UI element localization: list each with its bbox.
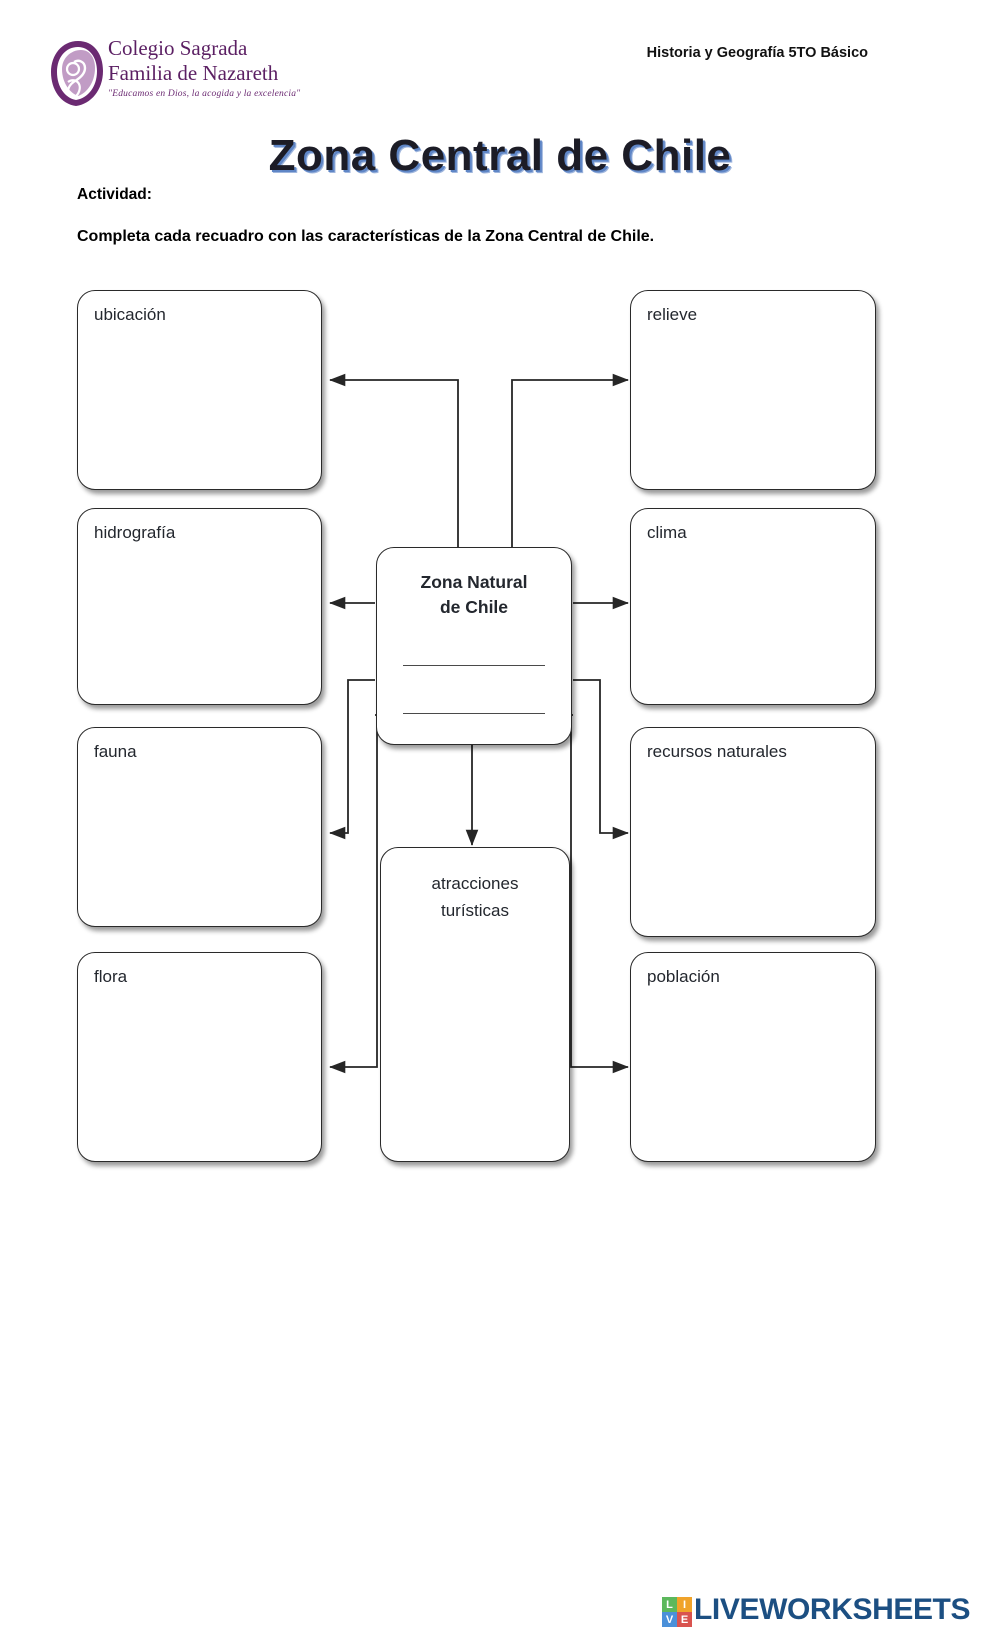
- arrow-to-flora: [329, 714, 378, 1074]
- node-atracciones-turisticas[interactable]: atracciones turísticas: [380, 847, 570, 1162]
- node-label-flora: flora: [94, 967, 128, 986]
- node-label-relieve: relieve: [647, 305, 698, 324]
- liveworksheets-wordmark: LIVEWORKSHEETS: [694, 1593, 971, 1626]
- concept-map: ubicación hidrografía fauna flora reliev…: [77, 290, 876, 1162]
- node-label-atracciones-turisticas: atracciones turísticas: [381, 870, 569, 924]
- node-clima[interactable]: clima: [630, 508, 876, 705]
- node-label-recursos-naturales: recursos naturales: [647, 742, 787, 761]
- center-answer-line-1[interactable]: [403, 665, 545, 666]
- school-name-block: Colegio Sagrada Familia de Nazareth "Edu…: [108, 36, 348, 99]
- node-label-clima: clima: [647, 523, 687, 542]
- node-label-hidrografia: hidrografía: [94, 523, 176, 542]
- center-answer-line-2[interactable]: [403, 713, 545, 714]
- subject-heading: Historia y Geografía 5TO Básico: [646, 45, 868, 61]
- node-label-center: Zona Natural de Chile: [377, 570, 571, 620]
- arrow-to-relieve: [511, 373, 629, 556]
- lw-tile-e: E: [677, 1612, 692, 1627]
- activity-instruction: Completa cada recuadro con las caracterí…: [77, 228, 655, 245]
- school-logo: Colegio Sagrada Familia de Nazareth "Edu…: [48, 36, 348, 116]
- node-center-zona-natural[interactable]: Zona Natural de Chile: [376, 547, 572, 745]
- atracciones-label-line-2: turísticas: [440, 901, 510, 920]
- page-title: Zona Central de Chile: [268, 131, 732, 180]
- arrow-to-ubicacion: [329, 373, 459, 556]
- activity-label: Actividad:: [77, 186, 152, 203]
- node-recursos-naturales[interactable]: recursos naturales: [630, 727, 876, 937]
- node-relieve[interactable]: relieve: [630, 290, 876, 490]
- node-label-ubicacion: ubicación: [94, 305, 166, 324]
- school-tagline: "Educamos en Dios, la acogida y la excel…: [108, 89, 301, 99]
- node-fauna[interactable]: fauna: [77, 727, 322, 927]
- arrow-to-poblacion: [570, 714, 629, 1074]
- center-label-line-1: Zona Natural: [420, 572, 528, 592]
- center-label-line-2: de Chile: [439, 597, 509, 617]
- node-flora[interactable]: flora: [77, 952, 322, 1162]
- page-header: Colegio Sagrada Familia de Nazareth "Edu…: [0, 0, 1000, 120]
- madonna-and-child-logo-icon: [51, 41, 103, 106]
- node-poblacion[interactable]: población: [630, 952, 876, 1162]
- node-hidrografia[interactable]: hidrografía: [77, 508, 322, 705]
- liveworksheets-tiles: L I V E: [662, 1597, 692, 1627]
- school-name-line-2: Familia de Nazareth: [108, 61, 279, 85]
- school-name-line-1: Colegio Sagrada: [108, 36, 248, 60]
- atracciones-label-line-1: atracciones: [431, 874, 519, 893]
- arrow-to-fauna: [329, 679, 375, 840]
- lw-tile-i: I: [677, 1597, 692, 1612]
- node-label-fauna: fauna: [94, 742, 137, 761]
- lw-tile-v: V: [662, 1612, 677, 1627]
- node-ubicacion[interactable]: ubicación: [77, 290, 322, 490]
- arrow-to-recursos-naturales: [573, 679, 629, 840]
- lw-tile-l: L: [662, 1597, 677, 1612]
- node-label-poblacion: población: [647, 967, 720, 986]
